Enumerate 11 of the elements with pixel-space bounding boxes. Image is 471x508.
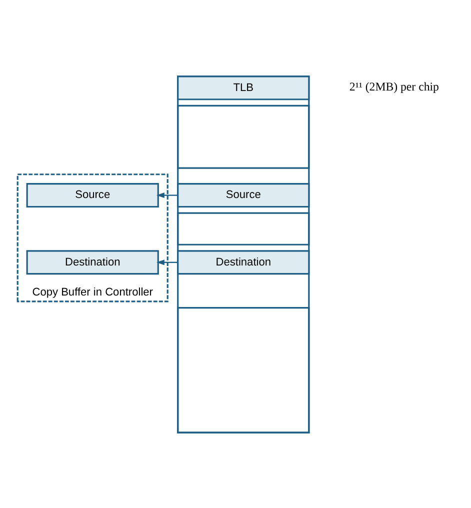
arrow: [156, 259, 178, 265]
node-box: Source: [26, 182, 159, 208]
node-box: Destination: [177, 250, 310, 274]
node-box: TLB: [177, 75, 310, 100]
label: 2¹¹ (2MB) per chip: [349, 79, 439, 94]
node-box: Source: [177, 182, 310, 208]
node-box: [177, 104, 310, 168]
arrow: [156, 192, 178, 198]
node-box: [177, 306, 310, 433]
node-box: Destination: [26, 250, 159, 274]
node-box: [177, 212, 310, 245]
